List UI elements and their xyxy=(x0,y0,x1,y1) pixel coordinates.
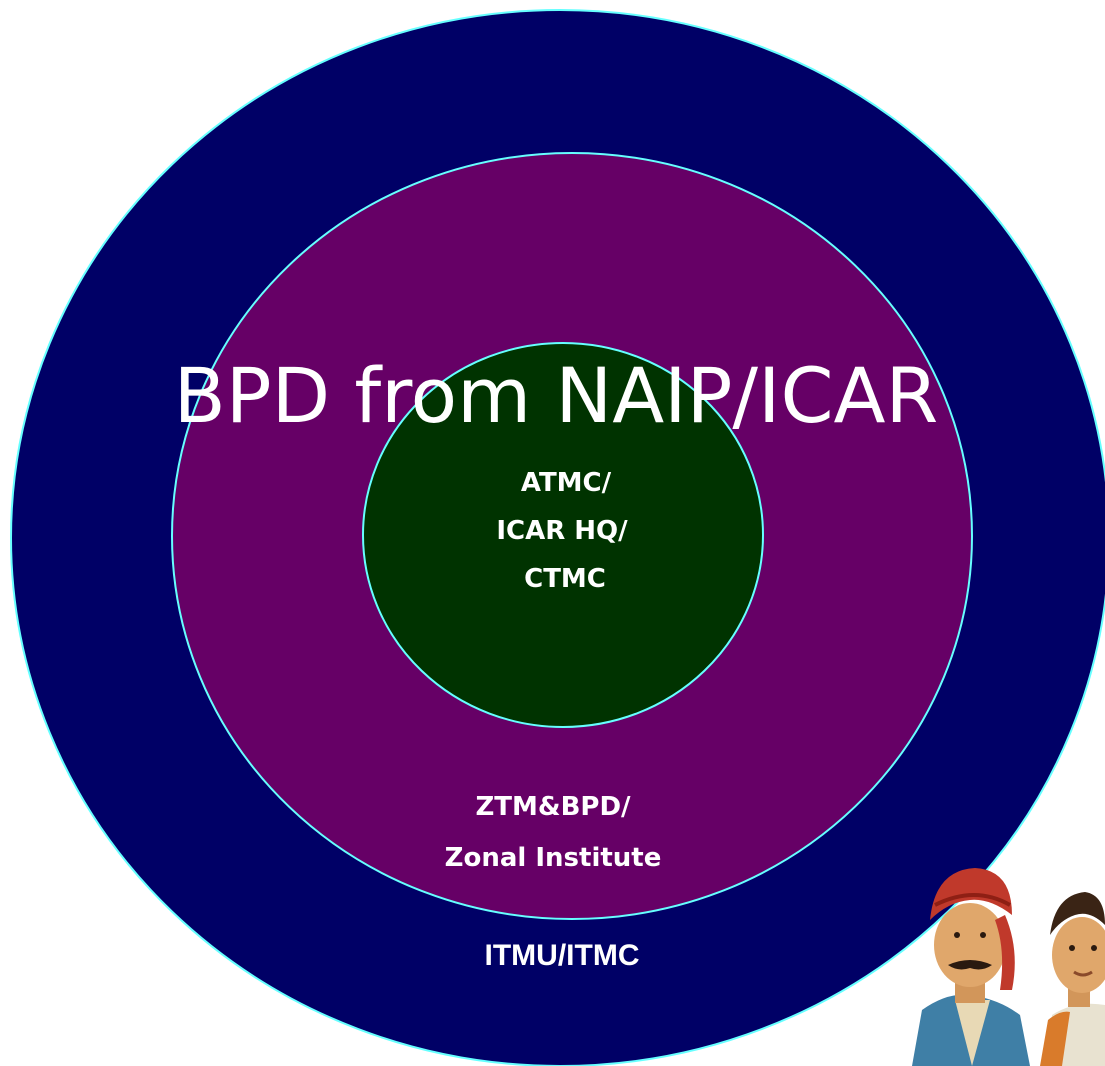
inner-label-line3: CTMC xyxy=(524,564,606,594)
middle-label-line1: ZTM&BPD/ xyxy=(475,792,631,822)
inner-label-line1: ATMC/ xyxy=(521,468,612,498)
middle-label-line2: Zonal Institute xyxy=(445,843,662,873)
outer-label: ITMU/ITMC xyxy=(485,939,640,972)
farmer-right-figure xyxy=(1040,892,1105,1066)
inner-circle xyxy=(362,342,764,728)
two-farmers-clipart xyxy=(912,868,1105,1066)
farmer-left-figure xyxy=(912,868,1030,1066)
diagram-title: BPD from NAIP/ICAR xyxy=(174,351,939,440)
inner-label-line2: ICAR HQ/ xyxy=(496,516,628,546)
